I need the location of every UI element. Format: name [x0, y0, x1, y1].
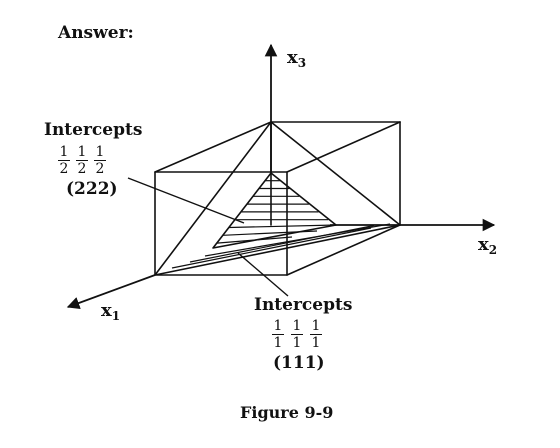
x1-axis-label: x1: [101, 300, 121, 323]
plane-222-miller-index: (222): [66, 179, 118, 199]
cube-top-right-edge: [286, 121, 401, 173]
x1-axis: [66, 274, 156, 309]
x3-axis-label: x3: [287, 47, 307, 70]
plane-222-intercepts-title: Intercepts: [44, 120, 143, 140]
plane-111-hatching: [171, 223, 391, 269]
plane-222-hatching: [216, 180, 337, 244]
cube-top-left-edge: [154, 121, 272, 173]
x2-axis-label: x2: [478, 234, 498, 257]
answer-heading: Answer:: [58, 23, 134, 43]
leader-line-111: [237, 252, 289, 297]
plane-111-miller-index: (111): [273, 353, 325, 373]
figure-caption: Figure 9-9: [240, 403, 334, 422]
leader-line-222: [127, 177, 245, 224]
plane-222-triangle: [212, 172, 337, 249]
cube-right-bottom-edge: [286, 224, 401, 276]
plane-111-intercepts-title: Intercepts: [254, 295, 353, 315]
plane-111-triangle: [154, 121, 401, 276]
